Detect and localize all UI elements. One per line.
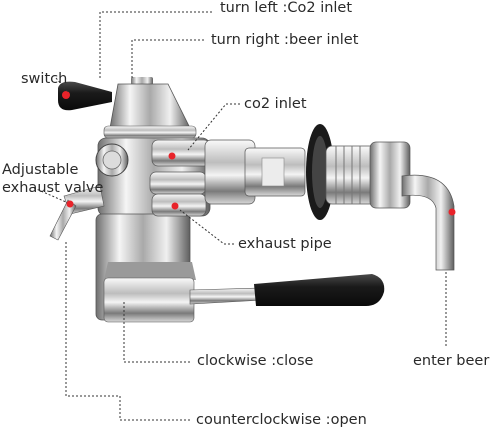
label-turn-right: turn right :beer inlet: [211, 32, 359, 48]
label-turn-left: turn left :Co2 inlet: [220, 0, 353, 16]
beer-connector: [204, 124, 456, 271]
label-switch: switch: [21, 71, 68, 87]
label-enter-beer: enter beer: [413, 353, 490, 369]
leader-lines: [33, 11, 447, 421]
label-adjustable-line1: Adjustable: [2, 162, 79, 178]
label-clockwise: clockwise :close: [197, 353, 314, 369]
side-fittings: [149, 139, 211, 217]
switch-handle: [58, 81, 112, 111]
exhaust-valve: [49, 143, 129, 241]
bottom-lever: [189, 274, 385, 306]
top-dome: [103, 77, 197, 139]
label-co2-inlet: co2 inlet: [244, 96, 307, 112]
label-counterclockwise: counterclockwise :open: [196, 412, 367, 428]
label-exhaust-pipe: exhaust pipe: [238, 236, 332, 252]
label-adjustable-line2: exhaust valve: [2, 180, 104, 196]
